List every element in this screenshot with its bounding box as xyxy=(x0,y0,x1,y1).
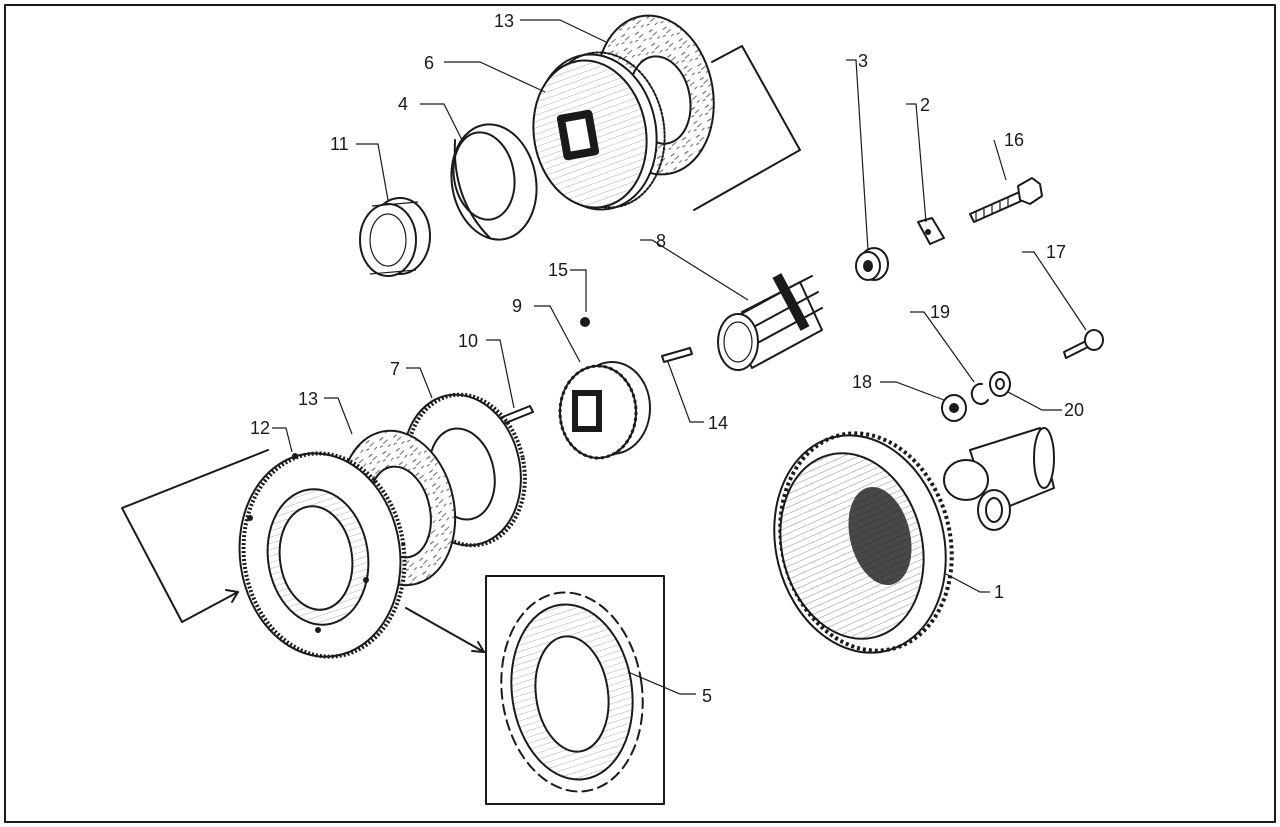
label-12: 12 xyxy=(250,418,270,438)
label-16: 16 xyxy=(1004,130,1024,150)
nut-11 xyxy=(359,197,431,277)
bolt-16 xyxy=(969,177,1043,223)
housing-plate-12 xyxy=(238,451,407,659)
sprocket-detail-frame xyxy=(485,575,665,805)
leader-lines xyxy=(272,19,1087,695)
label-13-lower: 13 xyxy=(298,389,318,409)
label-19: 20 xyxy=(1064,400,1084,420)
driven-disc-6 xyxy=(532,51,666,211)
cup-washer-4 xyxy=(450,123,538,241)
label-5: 5 xyxy=(702,686,712,706)
assembly-bracket-top xyxy=(693,45,801,211)
label-18: 19 xyxy=(930,302,950,322)
part-labels: 13 6 4 11 3 2 16 15 8 9 10 7 13 12 17 19… xyxy=(250,11,1084,706)
lock-plate-2 xyxy=(917,217,945,245)
label-13-top: 13 xyxy=(494,11,514,31)
splined-hub-8 xyxy=(717,273,823,371)
label-11: 11 xyxy=(330,134,349,154)
nut-17 xyxy=(941,394,967,422)
assembly-bracket-bottom xyxy=(121,449,269,623)
differential-housing-1 xyxy=(773,427,1055,654)
nut-3 xyxy=(855,247,889,281)
label-1: 1 xyxy=(994,582,1004,602)
page-border xyxy=(4,4,1276,823)
sprocket-pointer-arrow xyxy=(405,607,485,653)
label-20: 14 xyxy=(708,413,728,433)
label-15: 17 xyxy=(1046,242,1066,262)
label-7: 7 xyxy=(390,359,400,379)
label-17: 18 xyxy=(852,372,872,392)
ball-14 xyxy=(580,317,590,327)
washer-19 xyxy=(989,371,1011,397)
clutch-hub-9 xyxy=(558,361,651,460)
label-8: 8 xyxy=(656,231,666,251)
label-2: 2 xyxy=(920,95,930,115)
label-4: 4 xyxy=(398,94,408,114)
key-20 xyxy=(661,347,693,363)
label-10: 10 xyxy=(458,331,478,351)
sprocket-5 xyxy=(500,591,644,793)
label-14: 15 xyxy=(548,260,568,280)
label-3: 3 xyxy=(858,51,868,71)
spring-washer-18 xyxy=(970,382,989,405)
label-9: 9 xyxy=(512,296,522,316)
label-6: 6 xyxy=(424,53,434,73)
bolt-15 xyxy=(1063,329,1104,359)
